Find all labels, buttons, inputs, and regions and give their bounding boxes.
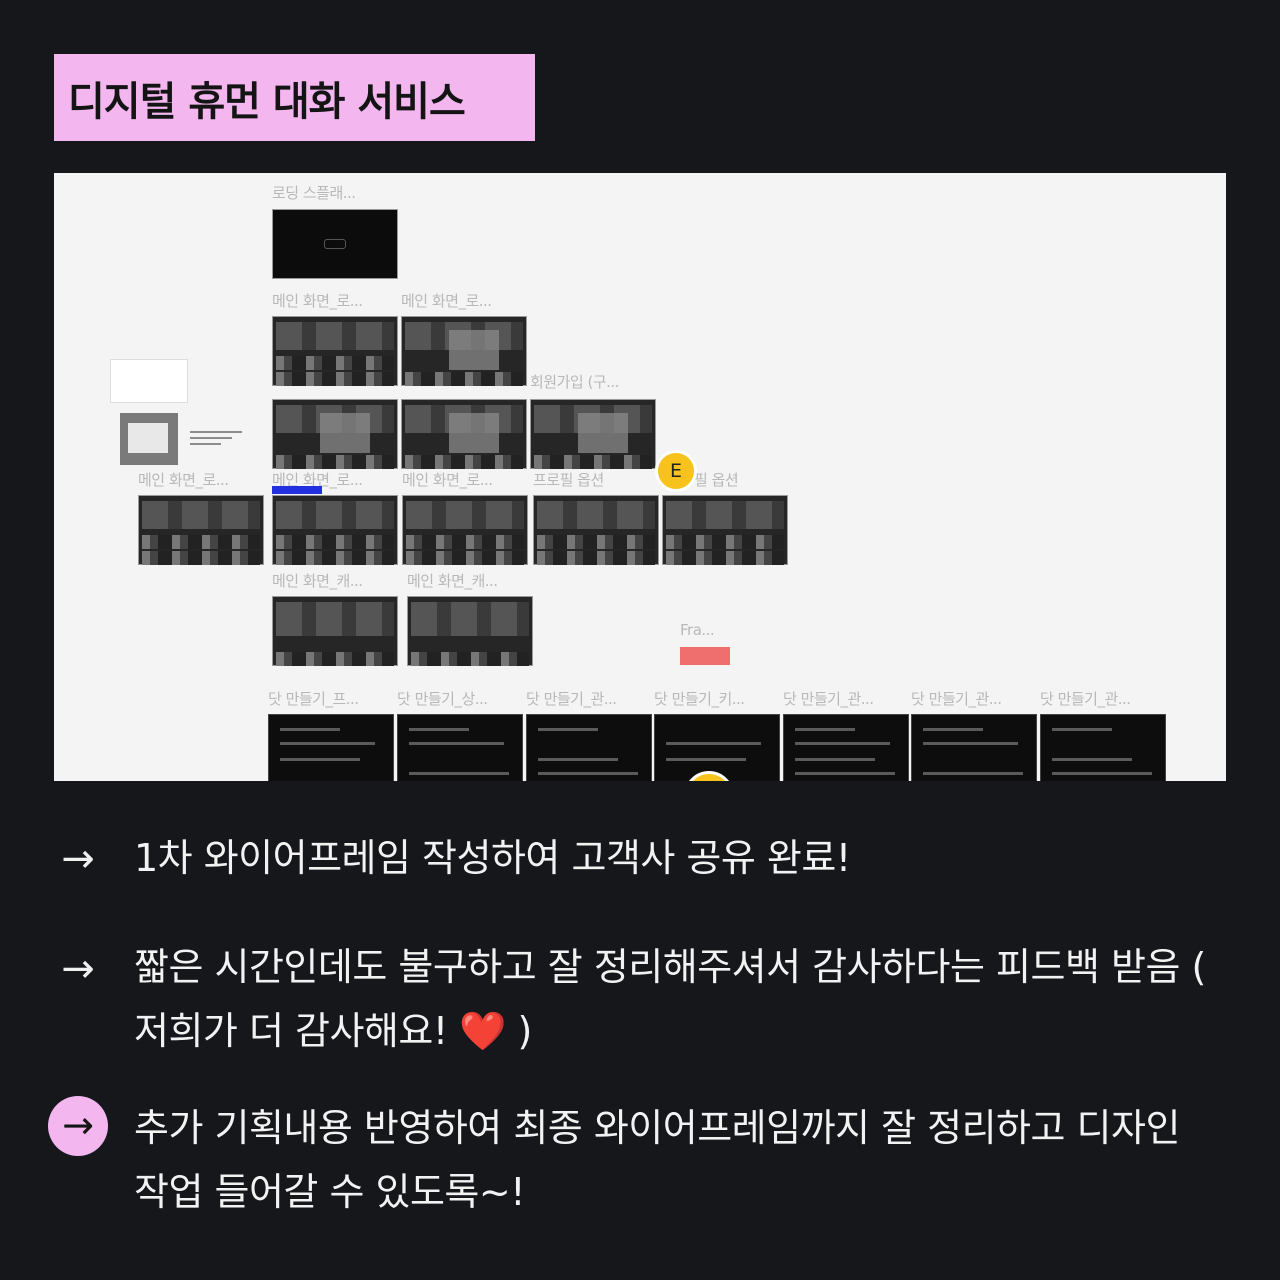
page-title: 디지털 휴먼 대화 서비스 <box>54 54 535 141</box>
frame-dot-7[interactable] <box>1040 714 1166 781</box>
frame-label-dot-4: 닷 만들기_키... <box>654 690 745 708</box>
frame-label-splash: 로딩 스플래... <box>272 184 356 202</box>
frame-label-main-3: 메인 화면_로... <box>272 471 363 489</box>
frame-dot-6[interactable] <box>911 714 1037 781</box>
frame-row3-2[interactable] <box>401 399 527 469</box>
arrow-right-icon: → <box>61 836 95 882</box>
frame-label-dot-2: 닷 만들기_상... <box>397 690 488 708</box>
frame-dot-1[interactable] <box>268 714 394 781</box>
frame-carousel-1[interactable] <box>272 596 398 666</box>
bullet-text-3: 추가 기획내용 반영하여 최종 와이어프레임까지 잘 정리하고 디자인 작업 들… <box>134 1106 1180 1214</box>
frame-label-left-main: 메인 화면_로... <box>138 471 229 489</box>
frame-label-carousel-1: 메인 화면_캐... <box>272 572 363 590</box>
frame-label-dot-1: 닷 만들기_프... <box>268 690 359 708</box>
frame-profile-2[interactable] <box>662 495 788 565</box>
frame-small-grey[interactable] <box>120 413 178 465</box>
frame-label-profile-2: 필 옵션 <box>694 471 739 489</box>
frame-label-dot-3: 닷 만들기_관... <box>526 690 617 708</box>
frame-label-dot-7: 닷 만들기_관... <box>1040 690 1131 708</box>
frame-dot-5[interactable] <box>783 714 909 781</box>
alert-frame[interactable] <box>680 647 730 665</box>
frame-label-main-4: 메인 화면_로... <box>402 471 493 489</box>
frame-label-main-1: 메인 화면_로... <box>272 292 363 310</box>
frame-dot-3[interactable] <box>526 714 652 781</box>
frame-label-carousel-2: 메인 화면_캐... <box>407 572 498 590</box>
figma-canvas-screenshot: 로딩 스플래... 메인 화면_로... 메인 화면_로... 회원가입 (구.… <box>54 173 1226 781</box>
collaborator-avatar[interactable]: E <box>655 450 697 492</box>
frame-row3-1[interactable] <box>272 399 398 469</box>
frame-label-profile-1: 프로필 옵션 <box>533 471 604 489</box>
sticky-note <box>190 431 242 449</box>
frame-dot-4[interactable] <box>654 714 780 781</box>
frame-small-white[interactable] <box>110 359 188 403</box>
selection-highlight <box>272 486 322 494</box>
frame-dot-2[interactable] <box>397 714 523 781</box>
frame-label-signup: 회원가입 (구... <box>530 373 619 391</box>
frame-main-4[interactable] <box>402 495 528 565</box>
frame-carousel-2[interactable] <box>407 596 533 666</box>
frame-main-2[interactable] <box>401 316 527 386</box>
arrow-right-icon: → <box>61 946 95 992</box>
frame-left-main[interactable] <box>138 495 264 565</box>
frame-profile-1[interactable] <box>533 495 659 565</box>
arrow-right-circle-icon: → <box>48 1096 108 1156</box>
frame-splash[interactable] <box>272 209 398 279</box>
bullet-text-1: 1차 와이어프레임 작성하여 고객사 공유 완료! <box>134 836 851 880</box>
frame-label-dot-5: 닷 만들기_관... <box>783 690 874 708</box>
frame-main-1[interactable] <box>272 316 398 386</box>
frame-label-dot-6: 닷 만들기_관... <box>911 690 1002 708</box>
frame-label-fra: Fra... <box>680 621 715 639</box>
frame-label-main-2: 메인 화면_로... <box>401 292 492 310</box>
frame-signup[interactable] <box>530 399 656 469</box>
bullet-text-2: 짧은 시간인데도 불구하고 잘 정리해주셔서 감사하다는 피드백 받음 ( 저희… <box>134 945 1206 1053</box>
frame-main-3[interactable] <box>272 495 398 565</box>
